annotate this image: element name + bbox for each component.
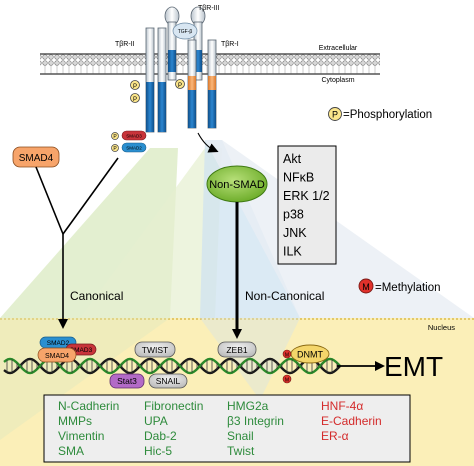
svg-text:ZEB1: ZEB1 [226, 345, 248, 355]
methylation-legend: M =Methylation [358, 278, 441, 294]
twist-factor: TWIST [134, 341, 176, 358]
gene-item: HNF-4α [321, 399, 363, 413]
gene-item: HMG2a [227, 399, 269, 413]
non-smad-label: Non-SMAD [209, 179, 265, 191]
gene-item: SMA [58, 444, 84, 458]
dna-helix [3, 357, 341, 375]
phospho-marks: P P P P P [111, 79, 185, 152]
svg-text:M: M [362, 282, 370, 292]
svg-text:Stat3: Stat3 [117, 376, 137, 386]
kinase-item: Akt [283, 152, 302, 166]
smad-complex-nucleus: SMAD2 SMAD3 SMAD4 [37, 336, 97, 363]
stat3-factor: Stat3 [109, 373, 145, 389]
non-smad-node: Non-SMAD [206, 165, 268, 203]
gene-item: Hic-5 [144, 444, 172, 458]
svg-text:SMAD3: SMAD3 [70, 347, 93, 354]
svg-text:M: M [285, 353, 289, 359]
gene-item: Fibronectin [144, 399, 203, 413]
snail-factor: SNAIL [148, 373, 188, 389]
svg-text:SMAD2: SMAD2 [47, 340, 70, 347]
dnmt-factor: DNMT [290, 344, 330, 364]
tbr2-receptor [145, 27, 167, 133]
smad2-3-receptor-bound: SMAD3 SMAD2 [121, 130, 147, 153]
tgf-beta-ligand: TGF-β [172, 22, 198, 40]
kinase-item: p38 [283, 208, 304, 222]
gene-item: MMPs [58, 414, 92, 428]
kinase-box [277, 145, 337, 265]
svg-text:P: P [178, 83, 182, 89]
svg-text:SNAIL: SNAIL [156, 376, 181, 386]
kinase-item: ILK [283, 245, 302, 259]
tbr3-label: TβR-III [198, 5, 220, 12]
svg-text:DNMT: DNMT [297, 350, 323, 360]
svg-text:M: M [285, 378, 289, 384]
svg-text:P: P [113, 146, 117, 152]
svg-text:SMAD4: SMAD4 [45, 353, 69, 360]
methylation-legend-text: =Methylation [375, 282, 441, 294]
gene-box [43, 394, 411, 463]
gene-item: ER-α [321, 429, 349, 443]
canonical-label: Canonical [70, 289, 123, 303]
svg-text:SMAD3: SMAD3 [126, 134, 142, 139]
tgf-beta-label: TGF-β [178, 29, 193, 35]
canonical-pathway [35, 157, 119, 329]
tbr1-label: TβR-I [221, 41, 239, 48]
gene-item: Dab-2 [144, 429, 177, 443]
gene-item: N-Cadherin [58, 399, 119, 413]
smad4-label: SMAD4 [19, 153, 54, 164]
methyl-marks: M M [282, 349, 292, 384]
nucleus-label: Nucleus [428, 323, 455, 332]
svg-text:P: P [113, 134, 117, 140]
tbr2-label: TβR-II [115, 41, 135, 48]
kinase-item: JNK [283, 226, 307, 240]
gene-item: Snail [227, 429, 254, 443]
zeb1-factor: ZEB1 [217, 341, 257, 358]
tbr3-receptor [164, 6, 206, 81]
svg-text:P: P [133, 84, 137, 90]
gene-item: E-Cadherin [321, 414, 382, 428]
gene-item: Vimentin [58, 429, 104, 443]
phosphorylation-legend-text: =Phosphorylation [343, 109, 432, 121]
svg-text:P: P [133, 97, 137, 103]
tbr1-receptor [187, 39, 217, 129]
phosphorylation-legend: P =Phosphorylation [328, 107, 432, 121]
gene-item: Twist [227, 444, 255, 458]
gene-item: β3 Integrin [227, 414, 284, 428]
gene-item: UPA [144, 414, 168, 428]
svg-text:P: P [332, 110, 338, 120]
smad4-node: SMAD4 [12, 146, 60, 168]
svg-text:TWIST: TWIST [142, 345, 168, 355]
emt-label: EMT [384, 351, 443, 382]
cytoplasm-label: Cytoplasm [321, 77, 354, 84]
extracellular-label: Extracellular [319, 45, 358, 52]
kinase-item: ERK 1/2 [283, 189, 330, 203]
non-canonical-label: Non-Canonical [245, 289, 324, 303]
svg-text:SMAD2: SMAD2 [126, 146, 142, 151]
kinase-item: NFκB [283, 171, 314, 185]
